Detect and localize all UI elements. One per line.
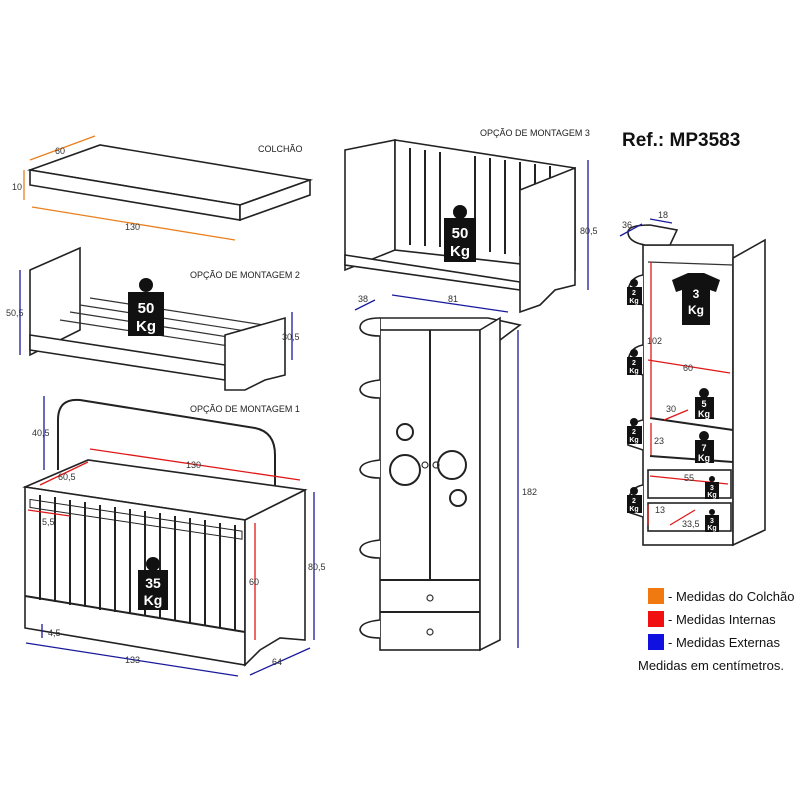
svg-text:Kg: Kg xyxy=(629,437,638,444)
option2-drawing: OPÇÃO DE MONTAGEM 2 50,5 30,5 50 Kg xyxy=(6,246,300,391)
side-weight-icons: 2Kg 2Kg 2Kg 2Kg xyxy=(627,279,642,513)
svg-text:2: 2 xyxy=(632,498,636,505)
shirt-weight-icon: 3 Kg xyxy=(672,273,720,325)
svg-text:Kg: Kg xyxy=(688,303,704,317)
weight-icon: 3 Kg xyxy=(705,509,719,532)
option1-caption: OPÇÃO DE MONTAGEM 1 xyxy=(190,404,300,414)
svg-text:3: 3 xyxy=(693,287,700,301)
option3-height: 80,5 xyxy=(580,226,598,236)
option2-side-height: 30,5 xyxy=(282,332,300,342)
svg-text:3: 3 xyxy=(710,485,714,492)
option3-drawing: OPÇÃO DE MONTAGEM 3 80,5 50 Kg xyxy=(344,128,598,314)
svg-text:Kg: Kg xyxy=(707,492,716,499)
wardrobe-open-drawing: 36 18 102 60 30 23 55 13 33,5 3 Kg 5 Kg … xyxy=(619,210,766,547)
svg-text:50: 50 xyxy=(138,300,155,317)
weight-icon: 50 Kg xyxy=(444,205,476,262)
svg-text:2: 2 xyxy=(632,429,636,436)
wardrobe-open-drawer-depth: 33,5 xyxy=(682,519,700,529)
mattress-length: 130 xyxy=(125,222,140,232)
weight-icon: 5 Kg xyxy=(695,388,714,419)
option1-inner-depth: 60,5 xyxy=(58,472,76,482)
option1-depth: 64 xyxy=(272,657,282,667)
svg-text:50: 50 xyxy=(452,225,469,242)
weight-icon: 3 Kg xyxy=(705,476,719,499)
weight-icon: 7 Kg xyxy=(695,431,714,463)
svg-text:Kg: Kg xyxy=(136,318,156,335)
option1-height: 80,5 xyxy=(308,562,326,572)
option1-headboard: 40,5 xyxy=(32,428,50,438)
units-note: Medidas em centímetros. xyxy=(638,658,784,673)
option1-base: 4,5 xyxy=(48,628,61,638)
svg-text:Kg: Kg xyxy=(698,453,710,463)
option1-length: 133 xyxy=(125,655,140,665)
option1-inner-length: 130 xyxy=(186,460,201,470)
legend-swatch-internal xyxy=(648,611,664,627)
option2-caption: OPÇÃO DE MONTAGEM 2 xyxy=(190,270,300,280)
svg-text:2: 2 xyxy=(632,290,636,297)
mattress-height: 10 xyxy=(12,182,22,192)
wardrobe-width: 81 xyxy=(448,294,458,304)
svg-text:Kg: Kg xyxy=(144,592,163,608)
wardrobe-open-hanging-height: 102 xyxy=(647,336,662,346)
svg-text:Kg: Kg xyxy=(629,298,638,305)
svg-text:Kg: Kg xyxy=(450,243,470,260)
legend-swatch-mattress xyxy=(648,588,664,604)
wardrobe-open-drawer-height: 13 xyxy=(655,505,665,515)
reference-title: Ref.: MP3583 xyxy=(622,130,740,151)
svg-text:5: 5 xyxy=(701,399,706,409)
weight-icon: 50 Kg xyxy=(128,278,164,336)
mattress-drawing: COLCHÃO 60 10 130 xyxy=(12,135,314,241)
option1-inner-height: 60 xyxy=(249,577,259,587)
svg-text:Kg: Kg xyxy=(629,506,638,513)
svg-text:35: 35 xyxy=(145,575,161,591)
wardrobe-open-shelf: 30 xyxy=(666,404,676,414)
wardrobe-open-shelf-gap: 23 xyxy=(654,436,664,446)
wardrobe-open-drawer-width: 55 xyxy=(684,473,694,483)
option1-rail: 5,5 xyxy=(42,517,55,527)
wardrobe-height: 182 xyxy=(522,487,537,497)
legend-label-mattress: - Medidas do Colchão xyxy=(668,589,794,604)
weight-icon: 35 Kg xyxy=(138,557,168,610)
legend: - Medidas do Colchão - Medidas Internas … xyxy=(638,588,794,673)
wardrobe-side-shelf: 38 xyxy=(358,294,368,304)
mattress-caption: COLCHÃO xyxy=(258,144,303,154)
svg-text:Kg: Kg xyxy=(698,409,710,419)
legend-swatch-external xyxy=(648,634,664,650)
wardrobe-drawing: 38 81 182 xyxy=(354,294,537,652)
legend-label-internal: - Medidas Internas xyxy=(668,612,776,627)
option3-caption: OPÇÃO DE MONTAGEM 3 xyxy=(480,128,590,138)
svg-text:Kg: Kg xyxy=(629,368,638,375)
svg-text:2: 2 xyxy=(632,360,636,367)
svg-text:3: 3 xyxy=(710,518,714,525)
wardrobe-open-top: 18 xyxy=(658,210,668,220)
legend-label-external: - Medidas Externas xyxy=(668,635,780,650)
svg-text:Kg: Kg xyxy=(707,525,716,532)
wardrobe-open-shelf-depth: 36 xyxy=(622,220,632,230)
svg-text:7: 7 xyxy=(701,443,706,453)
mattress-width: 60 xyxy=(55,146,65,156)
option2-height: 50,5 xyxy=(6,308,24,318)
wardrobe-open-inner-width: 60 xyxy=(683,363,693,373)
option1-drawing: OPÇÃO DE MONTAGEM 1 40,5 60,5 130 5,5 60… xyxy=(22,396,326,677)
